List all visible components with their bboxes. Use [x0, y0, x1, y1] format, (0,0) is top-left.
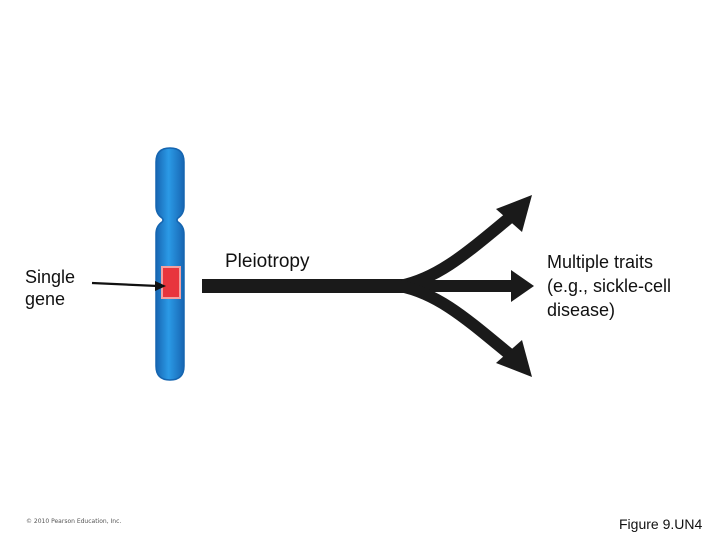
chromosome-body	[155, 147, 185, 381]
branching-arrow	[202, 195, 534, 377]
pleiotropy-label: Pleiotropy	[225, 251, 310, 272]
arrowhead-upper	[496, 195, 532, 232]
arrow-branch-lower	[398, 280, 518, 363]
arrow-branch-upper	[398, 209, 518, 292]
single-gene-line-1: Single	[25, 267, 76, 287]
traits-line-3: disease)	[547, 300, 616, 320]
gene-pointer-arrow	[91, 281, 166, 291]
multiple-traits-label: Multiple traits (e.g., sickle-cell disea…	[547, 250, 671, 322]
single-gene-line-2: gene	[25, 289, 66, 309]
chromosome	[155, 147, 185, 381]
traits-line-1: Multiple traits	[547, 252, 654, 272]
single-gene-label: Single gene	[25, 266, 75, 310]
gene-locus	[161, 266, 181, 299]
copyright-notice: © 2010 Pearson Education, Inc.	[26, 518, 122, 525]
figure-label: Figure 9.UN4	[619, 516, 703, 532]
arrowhead-middle	[511, 270, 534, 302]
traits-line-2: (e.g., sickle-cell	[547, 276, 672, 296]
arrowhead-lower	[496, 340, 532, 377]
